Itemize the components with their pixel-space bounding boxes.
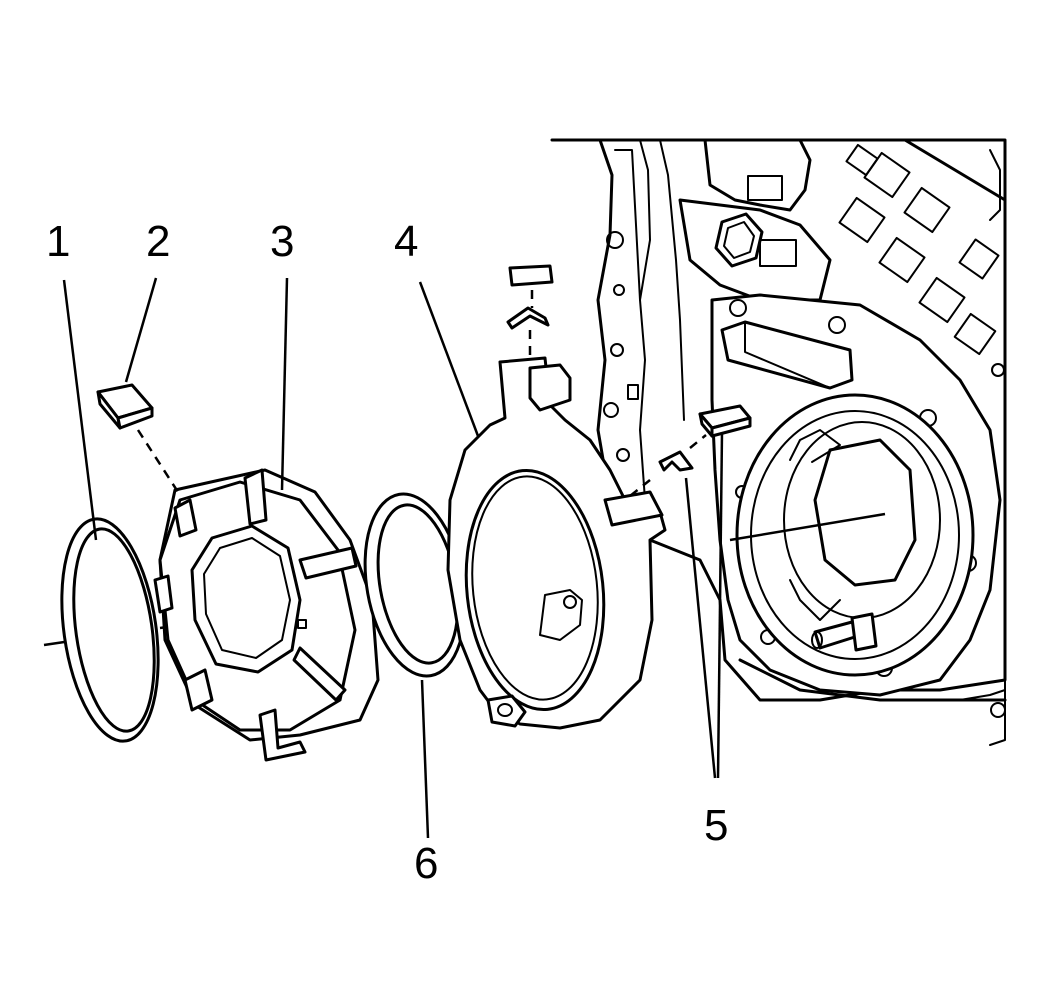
part-5-clips (506, 264, 752, 501)
part-2-pad (96, 383, 180, 493)
callout-3: 3 (270, 217, 294, 266)
leader-lines (62, 277, 724, 839)
part-4-housing (446, 356, 667, 730)
part-1-snap-ring (60, 517, 160, 743)
engine-block (550, 138, 1007, 746)
callout-labels: 1 2 3 4 5 6 (46, 217, 728, 888)
callout-6: 6 (414, 839, 438, 888)
callout-1: 1 (46, 217, 70, 266)
part-3-installer-tool (153, 468, 380, 762)
callout-2: 2 (146, 217, 170, 266)
callout-5: 5 (704, 801, 728, 850)
callout-4: 4 (394, 217, 418, 266)
